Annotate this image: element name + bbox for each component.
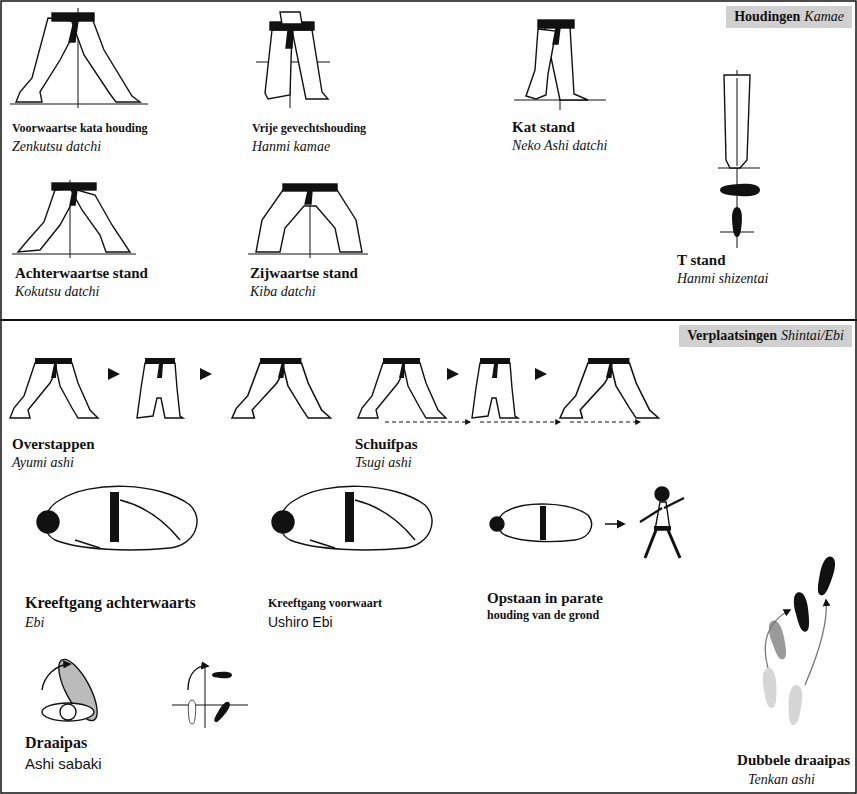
figure-caption: Vrije gevechtshouding bbox=[252, 122, 366, 135]
front-stance-figure bbox=[10, 8, 148, 108]
figure-caption: Neko Ashi datchi bbox=[512, 138, 607, 153]
header-title: Verplaatsingen bbox=[687, 328, 777, 344]
double-turn-figure bbox=[762, 555, 838, 726]
figure-caption: Ashi sabaki bbox=[25, 756, 102, 773]
figure-caption: T stand bbox=[677, 252, 726, 269]
figure-caption: Dubbele draaipas bbox=[737, 752, 850, 769]
shrimp-backward-figure bbox=[37, 486, 197, 550]
figure-caption: Voorwaartse kata houding bbox=[12, 122, 148, 135]
step-sequence-figure bbox=[10, 358, 331, 418]
slide-step-figure bbox=[358, 358, 659, 422]
header-subtitle: Kamae bbox=[804, 9, 844, 25]
section-header: VerplaatsingenShintai/Ebi bbox=[679, 325, 852, 347]
figure-caption: Ushiro Ebi bbox=[268, 615, 333, 630]
figure-caption: Draaipas bbox=[25, 734, 87, 752]
figure-caption: Kreeftgang voorwaart bbox=[268, 597, 382, 610]
figure-caption: Tsugi ashi bbox=[355, 455, 412, 470]
back-stance-figure bbox=[12, 180, 136, 258]
header-subtitle: Shintai/Ebi bbox=[781, 328, 844, 344]
stand-up-figure bbox=[490, 487, 684, 558]
figure-caption: Zenkutsu datchi bbox=[12, 139, 101, 154]
header-title: Houdingen bbox=[734, 9, 800, 25]
figure-caption: Kokutsu datchi bbox=[15, 284, 99, 299]
figure-caption: Achterwaartse stand bbox=[15, 265, 148, 282]
fighting-stance-figure bbox=[256, 12, 330, 108]
figure-caption: Ebi bbox=[25, 615, 44, 630]
figure-caption: Schuifpas bbox=[355, 436, 418, 453]
figure-caption: Kat stand bbox=[512, 119, 575, 136]
figure-caption: Hanmi kamae bbox=[252, 139, 330, 154]
figure-caption: Kiba datchi bbox=[250, 284, 316, 299]
horse-stance-figure bbox=[248, 184, 368, 258]
figure-caption: Overstappen bbox=[12, 436, 95, 453]
section-header: HoudingenKamae bbox=[726, 6, 852, 28]
figure-caption: Opstaan in parate bbox=[487, 590, 603, 607]
figure-caption: Ayumi ashi bbox=[12, 455, 74, 470]
shrimp-forward-figure bbox=[272, 486, 432, 550]
turn-step-figure bbox=[42, 654, 248, 728]
figure-caption: Hanmi shizentai bbox=[677, 271, 768, 286]
figure-caption: Zijwaartse stand bbox=[250, 265, 358, 282]
t-stance-figure bbox=[718, 70, 760, 248]
figure-caption: Tenkan ashi bbox=[748, 772, 815, 787]
figure-caption: Kreeftgang achterwaarts bbox=[25, 594, 196, 612]
cat-stance-figure bbox=[514, 20, 606, 110]
figure-caption: houding van de grond bbox=[487, 609, 599, 622]
